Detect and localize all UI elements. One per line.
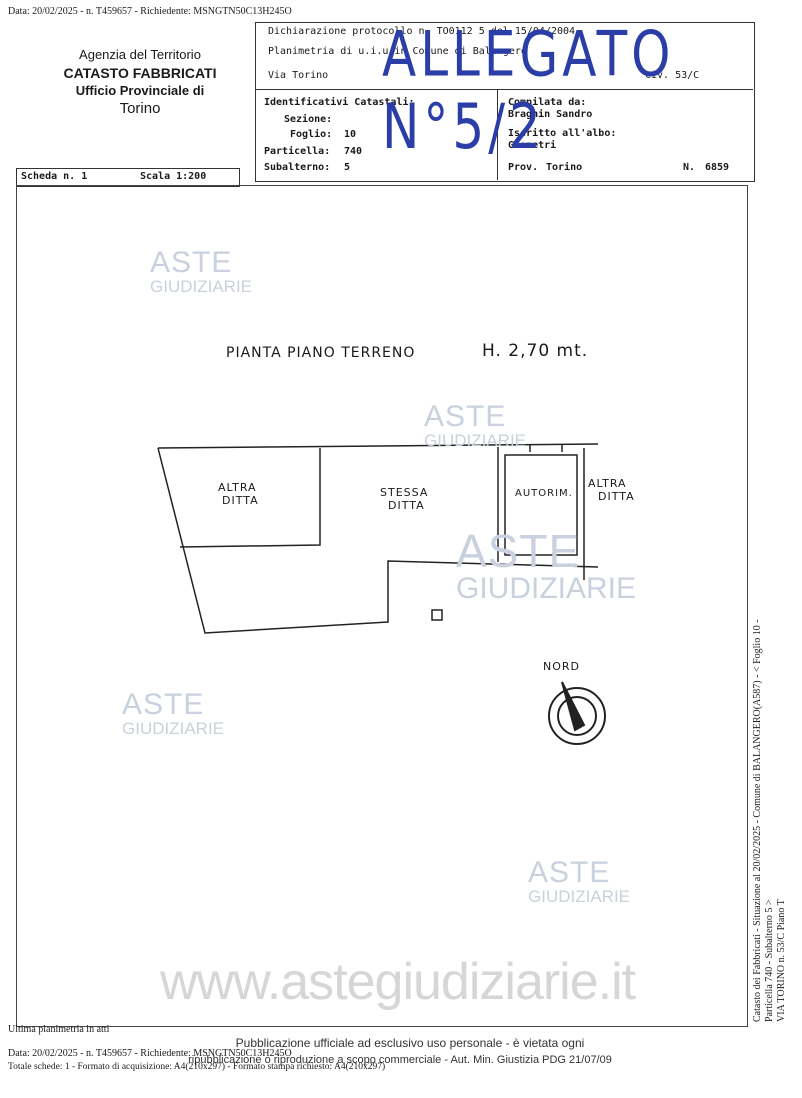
header-divider — [255, 89, 753, 90]
subalterno-value: 5 — [344, 162, 351, 173]
watermark-aste-4: ASTE GIUDIZIARIE — [122, 688, 225, 738]
agency-department: CATASTO FABBRICATI — [63, 65, 217, 81]
side-line-1: Catasto dei Fabbricati - Situazione al 2… — [752, 619, 775, 1022]
publication-notice-1: Pubblicazione ufficiale ad esclusivo uso… — [235, 1036, 585, 1050]
scala-label: Scala 1:200 — [140, 171, 207, 182]
room-label-altra-ditta-right: ALTRA DITTA — [588, 477, 635, 503]
scheda-label: Scheda n. 1 — [21, 171, 88, 182]
plan-height: H. 2,70 mt. — [482, 341, 589, 361]
north-arrow — [548, 681, 606, 745]
top-request-header: Data: 20/02/2025 - n. T459657 - Richiede… — [8, 6, 292, 17]
declaration-planimetry: Planimetria di u.i.u.in Comune di Balang… — [268, 46, 527, 57]
watermark-aste-3: ASTE GIUDIZIARIE — [456, 525, 637, 605]
ultima-planimetria: Ultima planimetria in atti — [8, 1024, 110, 1035]
particella-label: Particella: — [264, 146, 331, 157]
compilata-title: Compilata da: — [508, 97, 587, 108]
sezione-label: Sezione: — [284, 114, 333, 125]
agency-city: Torino — [119, 100, 161, 117]
foglio-value: 10 — [344, 129, 357, 140]
room-label-autorimessa: AUTORIM. — [515, 488, 573, 499]
allegato-stamp: ALLEGATO N°5/2 — [382, 18, 675, 163]
watermark-aste-1: ASTE GIUDIZIARIE — [150, 246, 253, 296]
compiler-name: Braghin Sandro — [508, 109, 593, 120]
room-label-stessa-ditta: STESSA DITTA — [380, 486, 429, 512]
agency-office: Ufficio Provinciale di — [75, 83, 205, 98]
agency-block: Agenzia del Territorio CATASTO FABBRICAT… — [30, 46, 250, 118]
side-line-2: VIA TORINO n. 53/C Piano T — [776, 899, 787, 1022]
north-label: NORD — [543, 660, 580, 673]
room-label-altra-ditta-left: ALTRA DITTA — [218, 481, 259, 507]
identificativi-title: Identificativi Catastali: — [264, 97, 415, 108]
bottom-request-header: Data: 20/02/2025 - n. T459657 - Richiede… — [8, 1048, 292, 1059]
prov-value: Torino — [546, 162, 583, 173]
plan-frame — [16, 185, 748, 1027]
declaration-address: Via Torino — [268, 70, 329, 81]
declaration-civic-number: civ. 53/C — [645, 70, 700, 81]
watermark-aste-5: ASTE GIUDIZIARIE — [528, 856, 631, 906]
header-vertical-divider — [497, 90, 498, 180]
plan-title: PIANTA PIANO TERRENO — [226, 345, 416, 361]
n-label: N. — [683, 162, 696, 173]
watermark-aste-2: ASTE GIUDIZIARIE — [424, 400, 527, 450]
particella-value: 740 — [344, 146, 363, 157]
totale-schede: Totale schede: 1 - Formato di acquisizio… — [8, 1062, 386, 1072]
scheda-box — [16, 168, 240, 187]
n-value: 6859 — [705, 162, 730, 173]
agency-name: Agenzia del Territorio — [79, 47, 201, 62]
subalterno-label: Subalterno: — [264, 162, 331, 173]
declaration-protocol: Dichiarazione protocollo n. TO0112 5 del… — [268, 26, 576, 37]
albo-value: Geometri — [508, 140, 557, 151]
declaration-box — [255, 22, 755, 182]
publication-notice-2: ripubblicazione o riproduzione a scopo c… — [188, 1054, 612, 1066]
side-cadastral-info: Catasto dei Fabbricati - Situazione al 2… — [752, 582, 788, 1022]
prov-label: Prov. — [508, 162, 539, 173]
foglio-label: Foglio: — [290, 129, 333, 140]
watermark-website: www.astegiudiziarie.it — [160, 953, 636, 1011]
iscritto-label: Iscritto all'albo: — [508, 128, 617, 139]
